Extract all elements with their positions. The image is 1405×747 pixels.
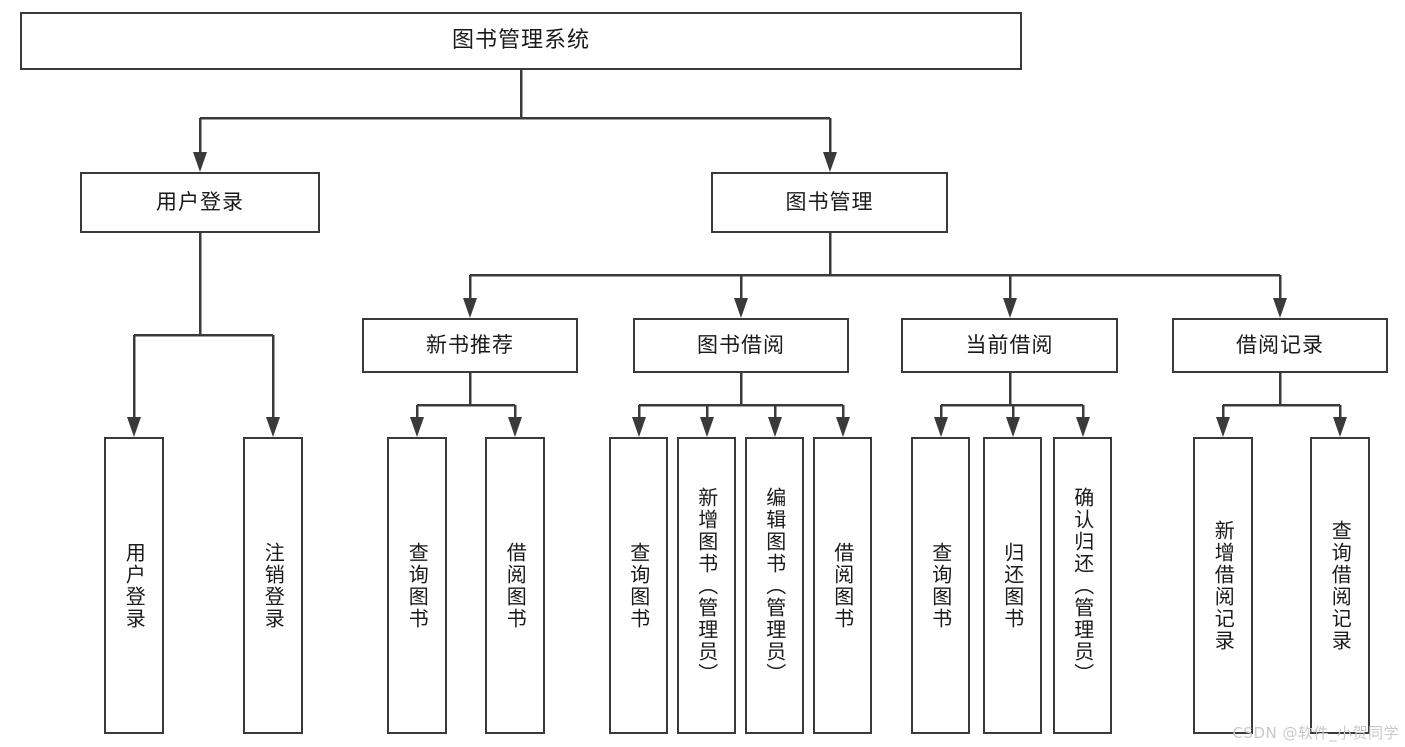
node-root[interactable]: 图书管理系统	[20, 12, 1022, 70]
node-label: 借阅图书	[830, 541, 855, 630]
node-leaf-return-book[interactable]: 归还图书	[983, 437, 1042, 734]
node-leaf-borrow-book-1[interactable]: 借阅图书	[485, 437, 545, 734]
node-leaf-logout[interactable]: 注销登录	[243, 437, 303, 734]
node-label: 查询图书	[626, 541, 651, 630]
node-leaf-query-book-2[interactable]: 查询图书	[609, 437, 668, 734]
node-new-book-rec[interactable]: 新书推荐	[362, 318, 578, 373]
node-label: 借阅记录	[1236, 332, 1324, 357]
node-label: 图书管理系统	[451, 27, 590, 53]
node-label: 图书管理	[785, 189, 874, 214]
node-borrow-record[interactable]: 借阅记录	[1172, 318, 1388, 373]
node-label: 查询图书	[405, 541, 430, 630]
node-user-login[interactable]: 用户登录	[80, 172, 320, 233]
node-leaf-add-record[interactable]: 新增借阅记录	[1193, 437, 1253, 734]
node-leaf-query-book-3[interactable]: 查询图书	[911, 437, 970, 734]
node-leaf-user-login[interactable]: 用户登录	[104, 437, 164, 734]
node-label: 新书推荐	[426, 332, 514, 357]
node-label: 图书借阅	[697, 332, 785, 357]
node-book-borrow[interactable]: 图书借阅	[633, 318, 849, 373]
node-label: 查询借阅记录	[1328, 519, 1353, 652]
node-leaf-query-record[interactable]: 查询借阅记录	[1310, 437, 1370, 734]
node-label: 确认归还（管理员）	[1070, 486, 1095, 685]
node-label: 新增图书（管理员）	[694, 486, 719, 685]
node-label: 编辑图书（管理员）	[762, 486, 787, 685]
node-label: 新增借阅记录	[1211, 519, 1236, 652]
node-label: 用户登录	[122, 541, 147, 630]
node-label: 归还图书	[1000, 541, 1025, 630]
node-leaf-confirm-return[interactable]: 确认归还（管理员）	[1053, 437, 1112, 734]
node-label: 用户登录	[156, 189, 244, 214]
node-book-manage[interactable]: 图书管理	[711, 172, 948, 233]
node-label: 查询图书	[928, 541, 953, 630]
csdn-watermark: CSDN @软件_小贺同学	[1232, 724, 1399, 742]
node-label: 借阅图书	[503, 541, 528, 630]
node-label: 当前借阅	[965, 332, 1054, 357]
node-leaf-edit-book[interactable]: 编辑图书（管理员）	[745, 437, 804, 734]
node-current-borrow[interactable]: 当前借阅	[901, 318, 1118, 373]
node-leaf-borrow-book-2[interactable]: 借阅图书	[813, 437, 872, 734]
node-leaf-add-book[interactable]: 新增图书（管理员）	[677, 437, 736, 734]
node-leaf-query-book-1[interactable]: 查询图书	[387, 437, 447, 734]
node-label: 注销登录	[261, 541, 286, 630]
